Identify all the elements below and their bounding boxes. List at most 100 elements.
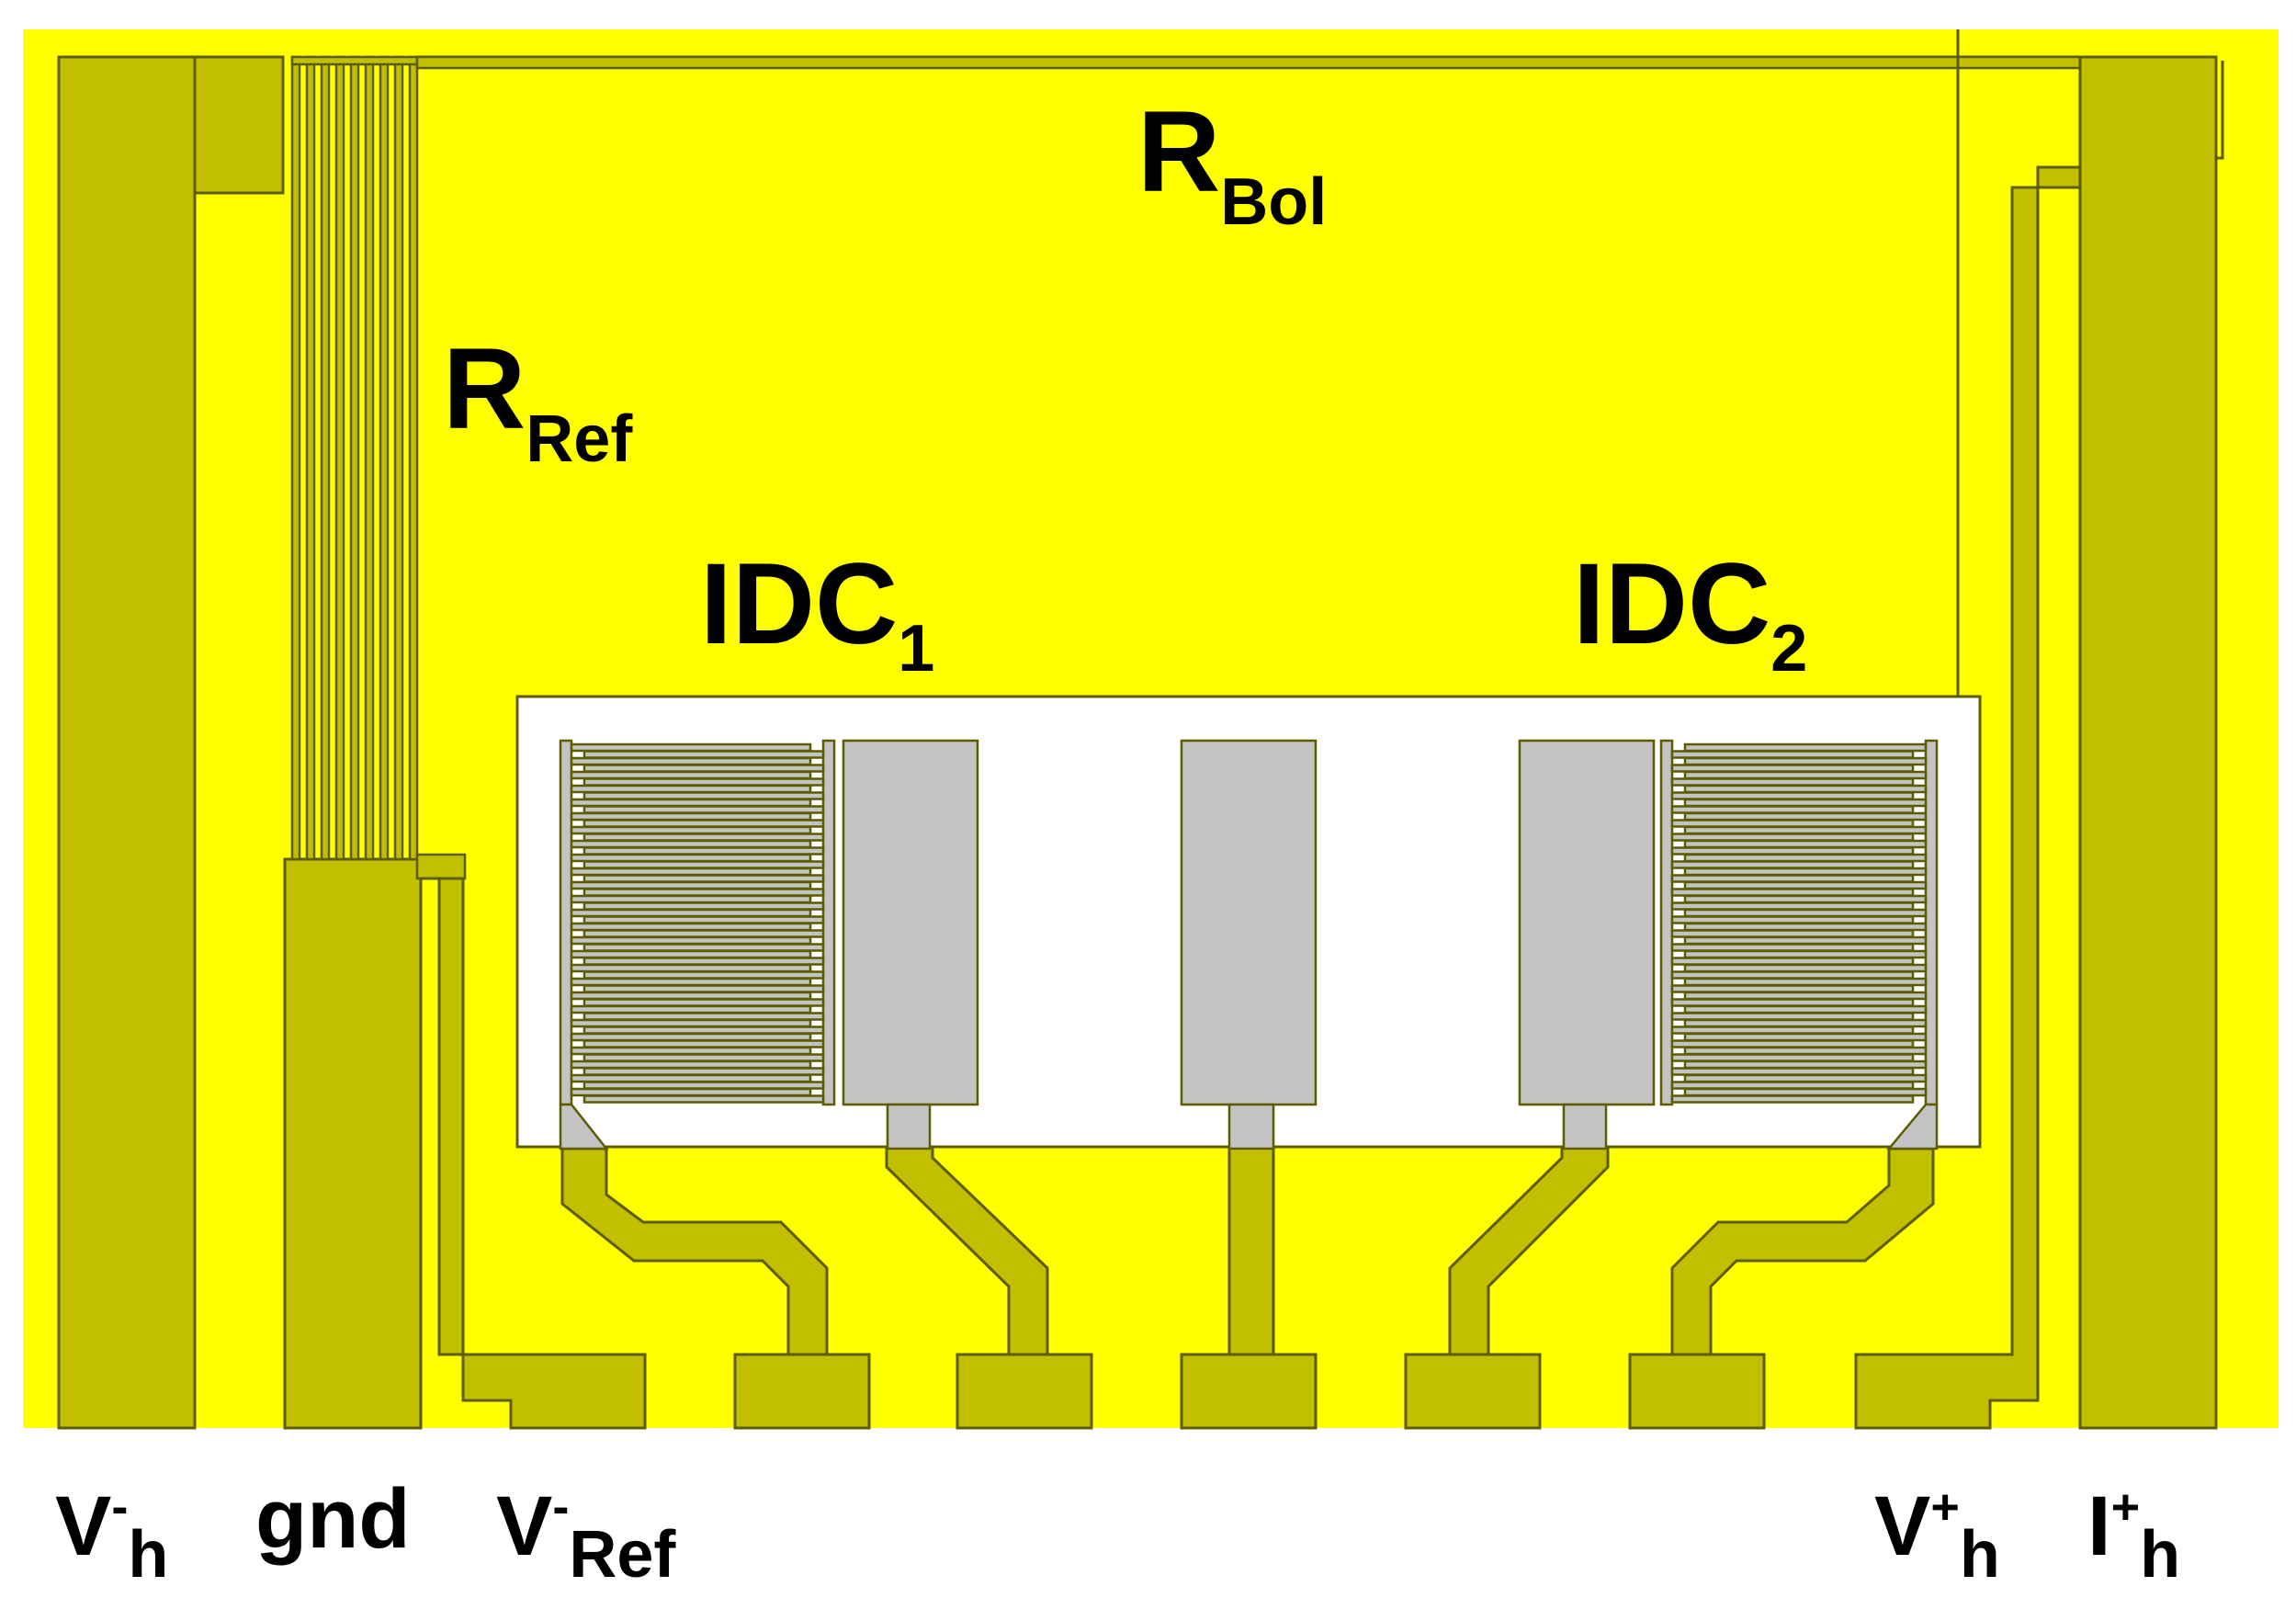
idc-finger <box>1683 977 1928 987</box>
idc-finger <box>582 874 825 883</box>
idc-finger <box>1683 1060 1928 1070</box>
idc-finger <box>582 970 825 980</box>
idc-finger <box>570 1004 812 1014</box>
label-idc2: IDC2 <box>1573 540 1807 686</box>
idc-finger <box>1670 846 1915 856</box>
idc-finger <box>570 1073 812 1083</box>
idc-finger <box>1683 991 1928 1001</box>
idc-finger <box>582 1012 825 1021</box>
r-ref-link <box>415 853 467 880</box>
idc-finger <box>570 880 812 890</box>
vref-trace <box>421 877 647 1430</box>
idc-finger <box>570 811 812 822</box>
idc-finger <box>1683 949 1928 959</box>
idc-finger <box>582 764 825 773</box>
idc-finger <box>1683 963 1928 973</box>
idc-finger <box>1683 1032 1928 1042</box>
idc-finger <box>1683 880 1928 890</box>
idc-finger <box>1670 860 1915 869</box>
idc-finger <box>570 867 812 877</box>
idc-finger <box>570 922 812 932</box>
idc-finger <box>582 957 825 966</box>
idc-finger <box>1670 929 1915 938</box>
idc-finger <box>570 825 812 835</box>
idc-finger <box>570 908 812 918</box>
idc-finger <box>1670 764 1915 773</box>
idc-finger <box>582 833 825 842</box>
idc-finger <box>1670 957 1915 966</box>
idc-finger <box>570 991 812 1001</box>
idc-finger <box>1670 1053 1915 1062</box>
idc-finger <box>1683 1073 1928 1083</box>
label-r-bol: RBol <box>1137 88 1327 239</box>
idc-finger <box>582 929 825 938</box>
idc-finger <box>1683 825 1928 835</box>
terminal-ih-plus: I+h <box>2087 1479 2180 1592</box>
vh-plus-trace <box>1854 165 2082 1430</box>
idc-finger <box>1683 867 1928 877</box>
idc-finger <box>1670 901 1915 911</box>
idc-finger <box>1683 784 1928 794</box>
idc-finger <box>1670 1081 1915 1090</box>
idc-finger <box>570 798 812 808</box>
label-idc1: IDC1 <box>700 540 934 686</box>
idc-finger <box>582 750 825 759</box>
bond-pads <box>733 1353 1766 1430</box>
idc-finger <box>1670 915 1915 924</box>
idc-finger <box>570 1046 812 1056</box>
terminal-vh-minus: V-h <box>55 1479 168 1592</box>
pad-ih-plus <box>2078 55 2218 1430</box>
idc-finger <box>1670 1067 1915 1076</box>
idc-finger <box>582 819 825 828</box>
idc-finger <box>582 984 825 993</box>
idc-finger <box>570 1060 812 1070</box>
idc-finger <box>1683 811 1928 822</box>
pad-gnd <box>283 857 423 1430</box>
idc-finger <box>570 977 812 987</box>
idc-finger <box>1683 935 1928 946</box>
idc-finger <box>582 901 825 911</box>
idc-finger <box>582 777 825 787</box>
idc-finger <box>1670 750 1915 759</box>
idc-finger <box>582 915 825 924</box>
pad-vh-minus-top <box>193 55 285 195</box>
idc-finger <box>1670 791 1915 800</box>
idc-finger <box>1670 998 1915 1007</box>
idc-finger <box>582 1026 825 1035</box>
idc1-structure <box>559 739 979 1150</box>
idc-finger <box>570 949 812 959</box>
idc-finger <box>1683 770 1928 780</box>
idc-finger <box>570 756 812 766</box>
r-ref-meander <box>290 55 419 861</box>
idc-finger <box>1670 819 1915 828</box>
idc-finger <box>1670 833 1915 842</box>
idc-finger <box>1683 742 1928 753</box>
idc-finger <box>1670 1026 1915 1035</box>
center-electrode <box>1180 739 1318 1106</box>
idc-finger <box>570 1032 812 1042</box>
idc-finger <box>582 998 825 1007</box>
terminal-gnd: gnd <box>255 1472 411 1566</box>
idc-finger <box>570 742 812 753</box>
terminal-vh-plus: V+h <box>1874 1479 2000 1592</box>
idc-finger <box>582 791 825 800</box>
idc-finger <box>582 1094 825 1104</box>
idc-finger <box>1683 1018 1928 1028</box>
idc-finger <box>582 943 825 952</box>
idc-finger <box>570 894 812 904</box>
idc-finger <box>1683 798 1928 808</box>
idc-finger <box>570 1087 812 1097</box>
idc-finger <box>582 860 825 869</box>
idc-finger <box>1670 1094 1915 1104</box>
idc-finger <box>582 805 825 814</box>
idc-finger <box>1670 943 1915 952</box>
pad-vh-minus <box>57 55 197 1430</box>
idc-finger <box>582 1053 825 1062</box>
idc-finger <box>1670 777 1915 787</box>
idc-finger <box>1683 922 1928 932</box>
idc-finger <box>1683 894 1928 904</box>
idc-finger <box>1670 805 1915 814</box>
idc-finger <box>570 784 812 794</box>
idc-finger <box>1670 1039 1915 1048</box>
idc-finger <box>1683 756 1928 766</box>
